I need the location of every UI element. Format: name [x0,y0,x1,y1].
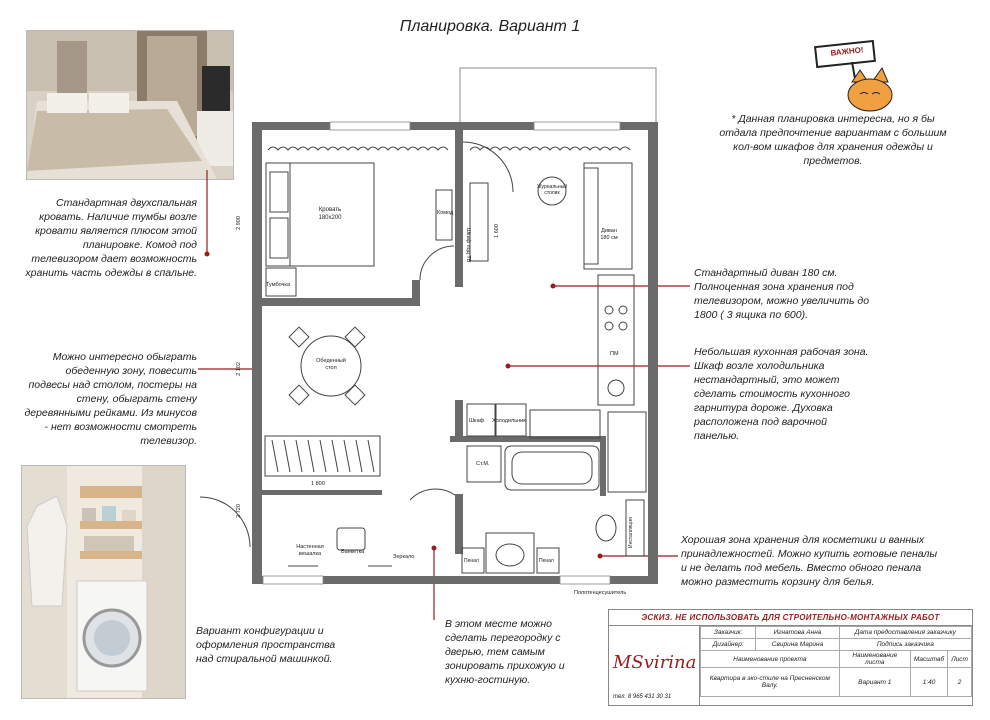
coffee-table-label: Журнальный столик [536,184,568,196]
fridge-label: Холодильник [492,418,526,424]
coffee-table-label-1: Журнальный [537,184,567,190]
installation-label: Инсталляция [628,517,634,548]
title-block-header: ЭСКИЗ. НЕ ИСПОЛЬЗОВАТЬ ДЛЯ СТРОИТЕЛЬНО-М… [609,610,972,626]
sheet-name-value: Вариант 1 [838,667,911,697]
hanger-label: Настенная вешалка [292,544,328,558]
annotation-bed: Стандартная двухспальная кровать. Наличи… [25,197,197,279]
dining-label-1: Обеденный [316,358,346,364]
dining-label: Обеденный стол [312,358,350,372]
bed-label: Кровать 180x200 [300,206,360,222]
sheet-name-label: Наименование листа [838,650,911,668]
washer [466,445,502,483]
project-value: Квартира в эко-стиле на Пресненском Валу… [700,667,840,697]
annotation-kitchen: Небольшая кухонная рабочая зона. Шкаф во… [694,346,869,442]
mirror-label: Зеркало [393,554,415,560]
penal-label-1: Пенал [464,558,479,564]
annotation-dining: Можно интересно обыграть обеденную зону,… [24,351,197,447]
sheet-label: Лист [947,650,972,668]
komod-label: Комод [437,210,454,216]
komod [435,189,453,241]
bed-label-name: Кровать [318,207,342,213]
important-badge: ВАЖНО! [812,39,902,115]
bed-label-size: 180x200 [318,215,342,221]
bench [336,527,366,551]
note-top-right: * Данная планировка интересна, но я бы о… [719,113,947,167]
date-label: Дата предоставления заказчику [838,626,973,639]
laundry-photo-illustration [22,466,185,698]
bedroom-photo-illustration [27,31,233,179]
bathtub [504,445,600,491]
designer-label: Дизайнер: [699,638,757,651]
hanger-label-1: Настенная [296,544,324,550]
installation [625,499,645,557]
annotation-bath: Хорошая зона хранения для косметики и ва… [681,534,938,588]
logo: MSvirina [613,652,697,673]
logo-area: MSvirina тел. 8 965 431 30 31 [609,626,700,706]
dim-1800: 1 800 [311,481,325,487]
customer-value: Игнатова Анна [755,626,840,639]
sofa-label-name: Диван [601,228,617,234]
wardrobe [466,403,496,437]
leader-lines [198,170,690,620]
sheet-value: 2 [947,667,972,697]
laundry-photo [21,465,186,699]
cat-icon [814,39,893,112]
bed [265,162,375,267]
wardrobe-label: Шкаф [469,418,485,424]
sofa [583,162,633,270]
nightstand [265,267,297,297]
fridge [495,403,527,437]
walls [252,122,658,584]
dining-table [300,335,362,397]
coffee-table-label-2: столик [544,190,560,196]
penal-label-2: Пенал [539,558,554,564]
tv-cabinet-label: Шкаф под ТВ [465,228,471,263]
dining-label-2: стол [325,365,337,371]
towel-dryer-label: Полотенцесушитель [574,590,627,596]
designer-value: Свирина Марина [755,638,840,651]
signature-label: Подпись заказчика [838,638,973,651]
sofa-label-size: 180 см [600,235,618,241]
annotation-laundry: Вариант конфигурации и оформления простр… [196,625,336,665]
title-block: ЭСКИЗ. НЕ ИСПОЛЬЗОВАТЬ ДЛЯ СТРОИТЕЛЬНО-М… [608,609,973,706]
dim-2102: 2 102 [235,362,242,376]
coffee-table [537,176,567,206]
sofa-label: Диван 180 см [594,228,624,242]
nightstand-label: Тумбочка [266,282,290,288]
hanger-label-2: вешалка [298,551,322,557]
customer-label: Заказчик: [699,626,757,639]
project-name-label: Наименование проекта [700,650,840,668]
bench-label: Банкетка [341,549,365,555]
dishwasher-label: ПМ [610,351,619,357]
annotation-partition: В этом месте можно сделать перегородку с… [445,618,565,686]
page-title: Планировка. Вариант 1 [399,18,581,35]
dim-2900: 2 900 [235,216,242,230]
tv-cabinet [469,182,489,262]
scale-label: Масштаб [909,650,949,668]
scale-value: 1:40 [909,667,949,697]
phone: тел. 8 965 431 30 31 [613,694,672,700]
dim-2720: 2 720 [235,504,242,518]
washer-label: Ст.М. [476,461,490,467]
bedroom-photo [26,30,234,180]
annotation-sofa: Стандартный диван 180 см. Полноценная зо… [694,267,870,321]
dim-1600: 1 600 [493,224,500,238]
